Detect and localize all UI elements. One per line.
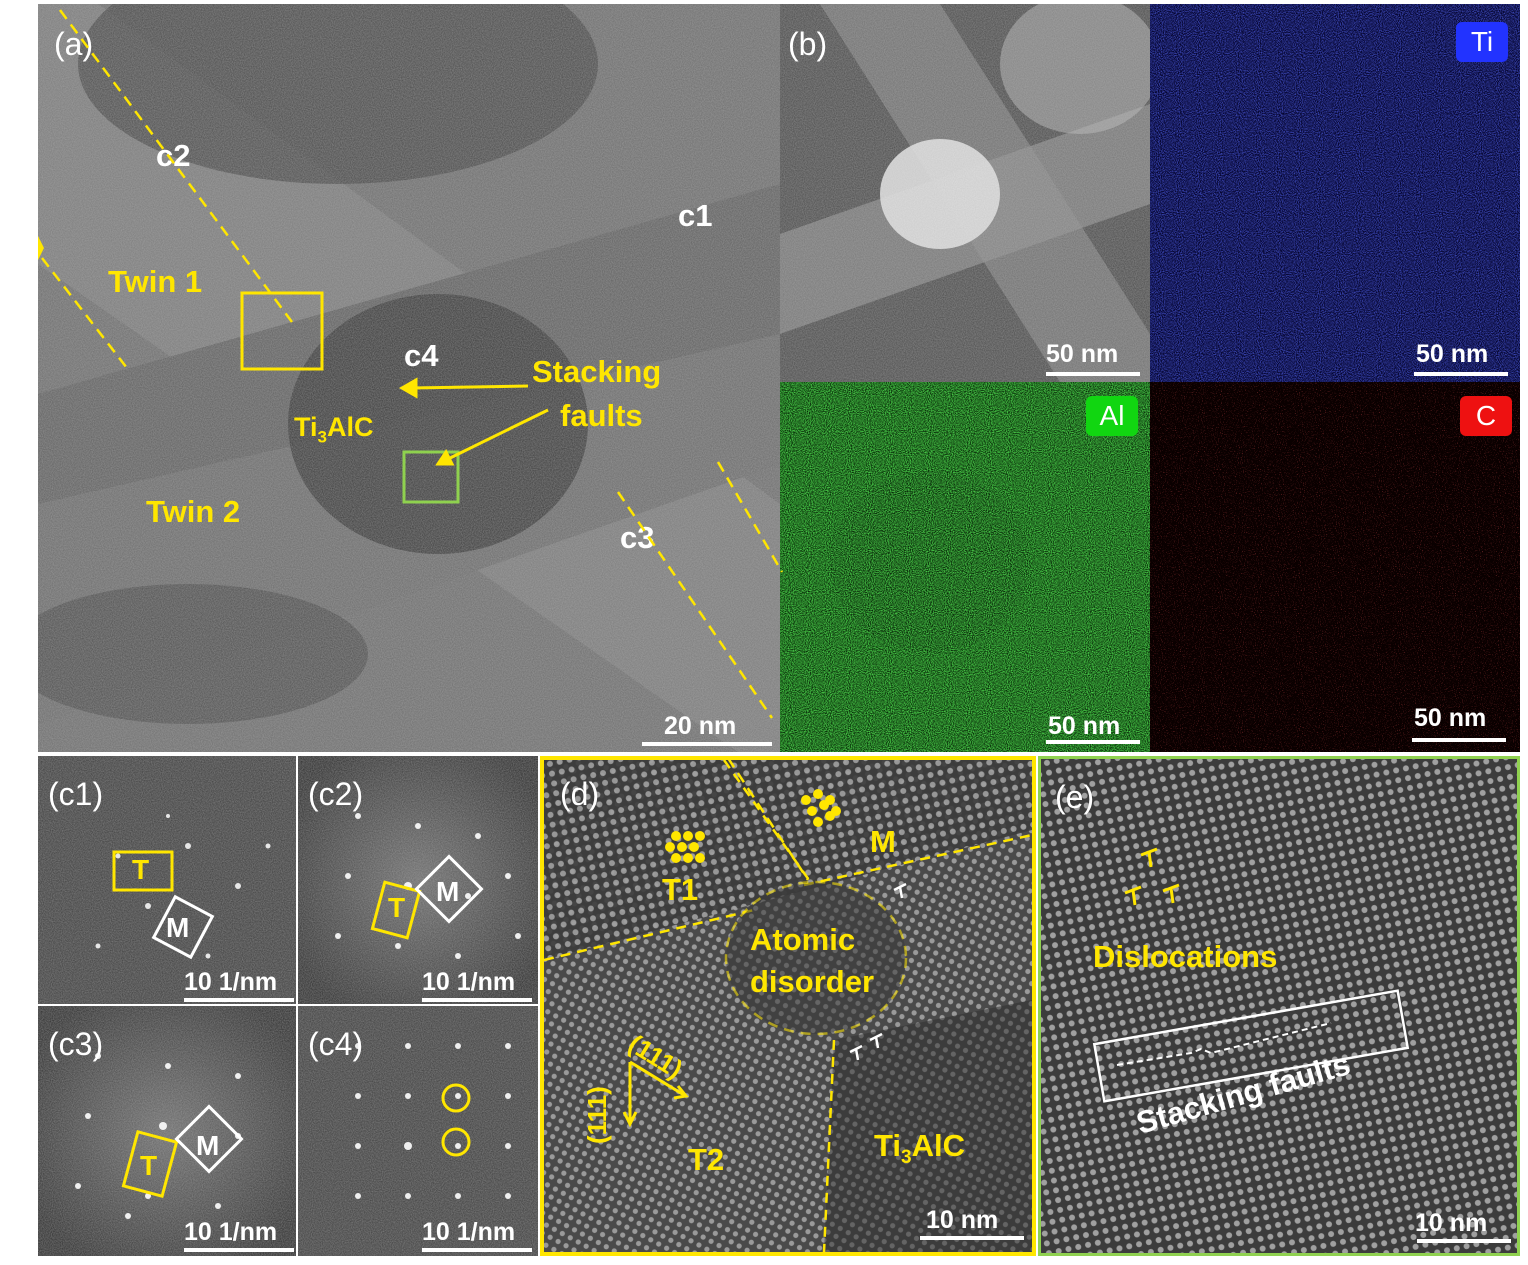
scale-bar-c — [1412, 738, 1506, 742]
scale-bar-al — [1046, 740, 1140, 744]
label-c1: c1 — [678, 198, 713, 233]
scale-text-ti: 50 nm — [1416, 340, 1489, 368]
scale-text-c2: 10 1/nm — [422, 968, 516, 996]
panel-c1-fft: (c1) T M 10 1/nm — [38, 756, 296, 1004]
miller-index-1: (111) — [582, 1086, 612, 1144]
panel-c1-label: (c1) — [48, 776, 104, 812]
panel-a-label: (a) — [54, 26, 94, 62]
scale-bar-e — [1417, 1239, 1511, 1243]
panel-c2-fft: (c2) T M 10 1/nm — [298, 756, 538, 1004]
fft-c3-t: T — [140, 1150, 158, 1181]
panel-e-hrtem: (e) Dislocations Stacking faults 10 nm — [1038, 756, 1520, 1256]
scale-bar-b — [1046, 372, 1140, 376]
panel-c4-label: (c4) — [308, 1026, 364, 1062]
label-c4: c4 — [404, 338, 439, 373]
scale-text-d: 10 nm — [926, 1206, 999, 1234]
scale-bar-c1 — [184, 998, 294, 1002]
element-badge-ti: Ti — [1456, 22, 1508, 62]
label-ti3alc-a: Ti3AlC — [294, 412, 374, 447]
scale-text-c4: 10 1/nm — [422, 1218, 516, 1246]
scale-bar-ti — [1414, 372, 1508, 376]
label-twin-1: Twin 1 — [108, 264, 203, 299]
panel-c-map: C 50 nm — [1150, 382, 1520, 752]
fft-c1-t: T — [132, 854, 150, 885]
panel-c2-label: (c2) — [308, 776, 364, 812]
scale-text-al: 50 nm — [1048, 712, 1121, 740]
panel-al-map: Al 50 nm — [780, 382, 1150, 752]
scale-text-e: 10 nm — [1415, 1209, 1488, 1237]
panel-d-label: (d) — [560, 776, 600, 812]
scale-text-a: 20 nm — [664, 712, 737, 740]
fft-c2-t: T — [388, 892, 406, 923]
label-dislocations: Dislocations — [1093, 939, 1278, 974]
scale-bar-c3 — [184, 1248, 294, 1252]
panel-a-tem-image: (a) c2 c1 c4 c3 Twin 1 Twin 2 Ti3AlC Sta… — [38, 4, 780, 752]
panel-ti-map: Ti 50 nm — [1150, 4, 1520, 382]
scale-text-c1: 10 1/nm — [184, 968, 278, 996]
fft-c3-m: M — [196, 1130, 220, 1161]
label-twin-2: Twin 2 — [146, 494, 241, 529]
scale-bar-c2 — [422, 998, 532, 1002]
panel-c3-label: (c3) — [48, 1026, 104, 1062]
label-c3: c3 — [620, 520, 655, 555]
panel-c4-fft: (c4) 10 1/nm — [298, 1006, 538, 1256]
panel-b-label: (b) — [788, 26, 828, 62]
element-badge-c: C — [1460, 396, 1512, 436]
scale-text-b: 50 nm — [1046, 340, 1119, 368]
fft-c1-m: M — [166, 912, 190, 943]
element-badge-al: Al — [1086, 396, 1138, 436]
panel-c3-fft: (c3) T M 10 1/nm — [38, 1006, 296, 1256]
scale-text-c: 50 nm — [1414, 704, 1487, 732]
panel-d-hrtem: (d) T1 M Atomic disorder T2 (111) (111) … — [540, 756, 1036, 1256]
label-t2: T2 — [688, 1142, 725, 1177]
scale-text-c3: 10 1/nm — [184, 1218, 278, 1246]
scale-bar-a — [642, 742, 772, 746]
scale-bar-d — [920, 1236, 1024, 1240]
label-disorder: disorder — [750, 964, 875, 999]
label-atomic: Atomic — [750, 922, 856, 957]
label-stacking: Stacking — [532, 354, 662, 389]
label-t1: T1 — [662, 872, 699, 907]
scale-bar-c4 — [422, 1248, 532, 1252]
panel-b-haadf: (b) 50 nm — [780, 4, 1150, 382]
label-m-d: M — [870, 824, 896, 859]
panel-e-label: (e) — [1055, 779, 1095, 815]
label-c2: c2 — [156, 138, 191, 173]
fft-c2-m: M — [436, 876, 460, 907]
label-ti3alc-d: Ti3AlC — [874, 1128, 965, 1169]
label-faults: faults — [560, 398, 643, 433]
